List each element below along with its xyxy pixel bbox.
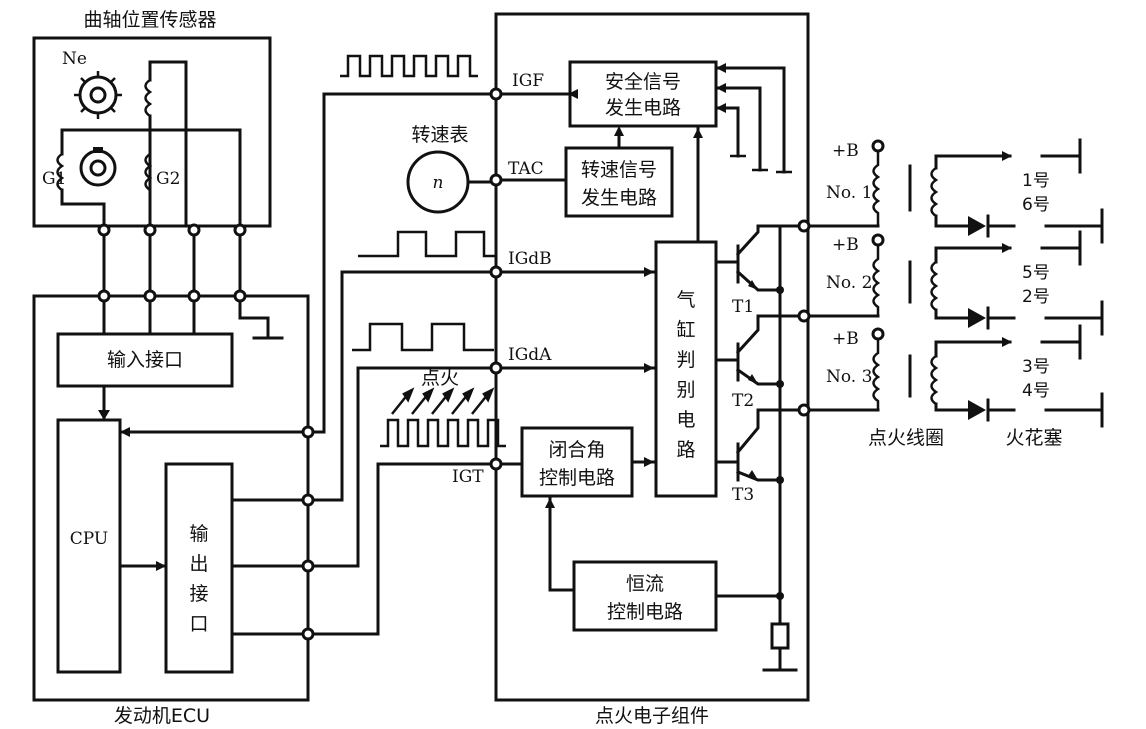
t3-label: T3 bbox=[732, 485, 754, 505]
cpu-label: CPU bbox=[70, 529, 108, 549]
ignition-label: 点火 bbox=[421, 367, 459, 389]
output-interface-char: 出 bbox=[189, 553, 208, 575]
t1-label: T1 bbox=[732, 297, 754, 317]
igdb-label: IGdB bbox=[508, 249, 552, 269]
ecu-housing bbox=[32, 294, 310, 702]
input-interface-label: 输入接口 bbox=[107, 349, 183, 371]
cpu-box bbox=[56, 418, 122, 674]
coil-secondary bbox=[930, 260, 939, 312]
output-interface-box bbox=[164, 462, 234, 674]
sensor-ecu-wires bbox=[102, 233, 242, 292]
supply-label: +B bbox=[832, 235, 859, 255]
coil-group-label: 点火线圈 bbox=[868, 427, 944, 449]
speed-signal-circuit-box bbox=[564, 146, 674, 218]
speed-signal-line: 发生电路 bbox=[581, 187, 657, 209]
cylinder-circuit-char: 别 bbox=[676, 379, 695, 401]
tachometer-label: 转速表 bbox=[411, 124, 468, 146]
tac-label: TAC bbox=[508, 159, 544, 179]
transistor-t3 bbox=[714, 408, 806, 482]
plug-label: 3号 bbox=[1022, 357, 1050, 377]
safety-circuit-line: 安全信号 bbox=[605, 71, 681, 93]
module-housing bbox=[494, 12, 810, 702]
igt-waveform bbox=[380, 418, 506, 448]
ecu-title: 发动机ECU bbox=[114, 705, 210, 727]
ne-pickup-coil bbox=[144, 78, 153, 118]
coil-secondary bbox=[930, 354, 939, 406]
cylinder-circuit-char: 缸 bbox=[676, 319, 695, 341]
coil-primary bbox=[872, 151, 881, 226]
sensor-title: 曲轴位置传感器 bbox=[83, 9, 216, 31]
plug-label: 5号 bbox=[1022, 263, 1050, 283]
cylinder-circuit-char: 路 bbox=[676, 439, 695, 461]
coil-label: No. 3 bbox=[826, 367, 872, 387]
output-interface-char: 输 bbox=[189, 523, 208, 545]
plug-label: 2号 bbox=[1022, 287, 1050, 307]
igf-waveform bbox=[340, 54, 478, 78]
cylinder-circuit-box bbox=[654, 240, 718, 498]
safety-circuit-line: 发生电路 bbox=[605, 97, 681, 119]
current-circuit-line: 控制电路 bbox=[607, 601, 683, 623]
transistor-t1 bbox=[714, 224, 806, 292]
g2-pickup-coil bbox=[144, 152, 153, 192]
igda-label: IGdA bbox=[508, 345, 552, 365]
g2-label: G2 bbox=[156, 169, 180, 189]
coil-secondary bbox=[930, 166, 939, 218]
signal-wires bbox=[311, 92, 498, 636]
input-interface-box bbox=[56, 332, 234, 388]
g1-label: G1 bbox=[42, 169, 66, 189]
plug-group-label: 火花塞 bbox=[1005, 427, 1062, 449]
module-title: 点火电子组件 bbox=[595, 705, 709, 727]
plug-label: 4号 bbox=[1022, 381, 1050, 401]
ne-rotor-icon bbox=[74, 71, 122, 119]
ignition-spark-arrows bbox=[391, 387, 495, 415]
supply-label: +B bbox=[832, 329, 859, 349]
t2-label: T2 bbox=[732, 391, 754, 411]
ignition-module: 点火电子组件 IGF TAC IGdB IGdA IGT 安全信号 发生电路 转… bbox=[452, 12, 811, 727]
coil-primary bbox=[872, 339, 881, 410]
sense-resistor bbox=[770, 622, 790, 650]
plug-label: 1号 bbox=[1022, 171, 1050, 191]
igf-label: IGF bbox=[512, 71, 544, 91]
igda-waveform bbox=[352, 322, 494, 352]
diode-icon bbox=[968, 308, 986, 328]
dwell-circuit-line: 控制电路 bbox=[539, 467, 615, 489]
g1-pickup-coil bbox=[56, 152, 65, 192]
diode-icon bbox=[968, 216, 986, 236]
speed-signal-line: 转速信号 bbox=[581, 159, 657, 181]
cylinder-circuit-char: 判 bbox=[676, 349, 695, 371]
transistor-t2 bbox=[714, 314, 806, 386]
diode-icon bbox=[968, 400, 986, 420]
engine-ecu: 输入接口 CPU 输 出 接 口 发动机ECU bbox=[32, 289, 315, 727]
output-interface-char: 接 bbox=[189, 583, 208, 605]
dwell-circuit-box bbox=[520, 426, 634, 498]
dwell-circuit-line: 闭合角 bbox=[548, 439, 605, 461]
cylinder-circuit-char: 电 bbox=[676, 409, 695, 431]
igdb-waveform bbox=[358, 230, 496, 258]
g-rotor-icon bbox=[79, 147, 117, 187]
coil-primary bbox=[872, 245, 881, 316]
coil-label: No. 1 bbox=[826, 183, 872, 203]
current-circuit-line: 恒流 bbox=[626, 573, 664, 595]
plug-label: 6号 bbox=[1022, 195, 1050, 215]
ignition-coils: +B No. 1 +B No. 2 +B bbox=[807, 138, 1104, 428]
supply-label: +B bbox=[832, 141, 859, 161]
crankshaft-sensor: 曲轴位置传感器 Ne G1 G2 bbox=[32, 9, 272, 237]
tachometer: 转速表 n bbox=[406, 124, 493, 214]
coil-label: No. 2 bbox=[826, 273, 872, 293]
igt-label: IGT bbox=[452, 467, 484, 487]
ne-label: Ne bbox=[62, 49, 87, 69]
cylinder-circuit-char: 气 bbox=[676, 289, 695, 311]
output-interface-char: 口 bbox=[189, 613, 208, 635]
spark-plug-labels: 1号 6号 5号 2号 3号 4号 bbox=[1022, 171, 1050, 401]
tachometer-symbol: n bbox=[433, 173, 444, 193]
